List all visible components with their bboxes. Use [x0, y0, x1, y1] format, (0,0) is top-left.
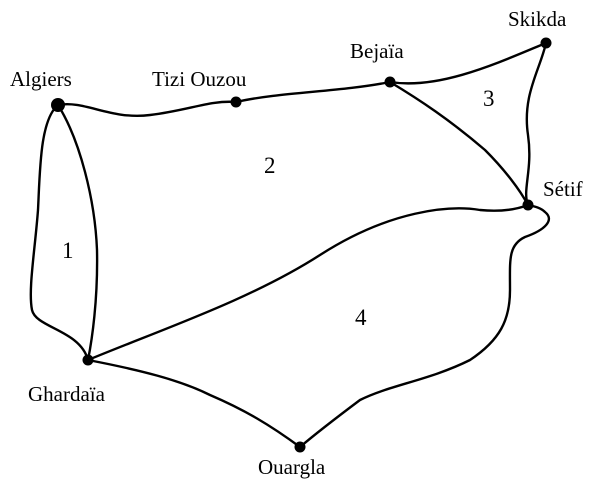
edge-ouargla-setif	[298, 203, 551, 449]
label-setif: Sétif	[543, 177, 583, 201]
edge-algiers-ghardaia-west	[29, 103, 90, 362]
node-algiers	[51, 98, 65, 112]
edge-algiers-tizi-ouzou	[56, 100, 238, 117]
node-ghardaia	[82, 354, 94, 366]
label-tizi-ouzou: Tizi Ouzou	[152, 67, 247, 91]
node-skikda	[540, 37, 552, 49]
edge-ghardaia-ouargla	[86, 358, 302, 449]
label-ouargla: Ouargla	[258, 455, 326, 479]
node-setif	[522, 199, 534, 211]
region-label-2: 2	[264, 153, 276, 178]
edge-bejaia-setif	[388, 80, 530, 207]
node-ouargla	[294, 441, 306, 453]
label-algiers: Algiers	[10, 67, 72, 91]
edge-skikda-setif	[524, 41, 548, 207]
label-skikda: Skikda	[508, 7, 567, 31]
label-ghardaia: Ghardaïa	[28, 382, 106, 406]
region-label-3: 3	[483, 86, 495, 111]
edge-bejaia-skikda	[388, 41, 548, 85]
label-bejaia: Bejaïa	[350, 39, 404, 63]
region-label-4: 4	[355, 305, 367, 330]
edge-tizi-ouzou-bejaia	[234, 80, 392, 104]
edge-algiers-ghardaia-east	[56, 103, 99, 362]
region-label-1: 1	[62, 238, 74, 263]
node-bejaia	[384, 76, 396, 88]
edge-ghardaia-setif	[86, 203, 530, 362]
node-tizi-ouzou	[230, 96, 242, 108]
